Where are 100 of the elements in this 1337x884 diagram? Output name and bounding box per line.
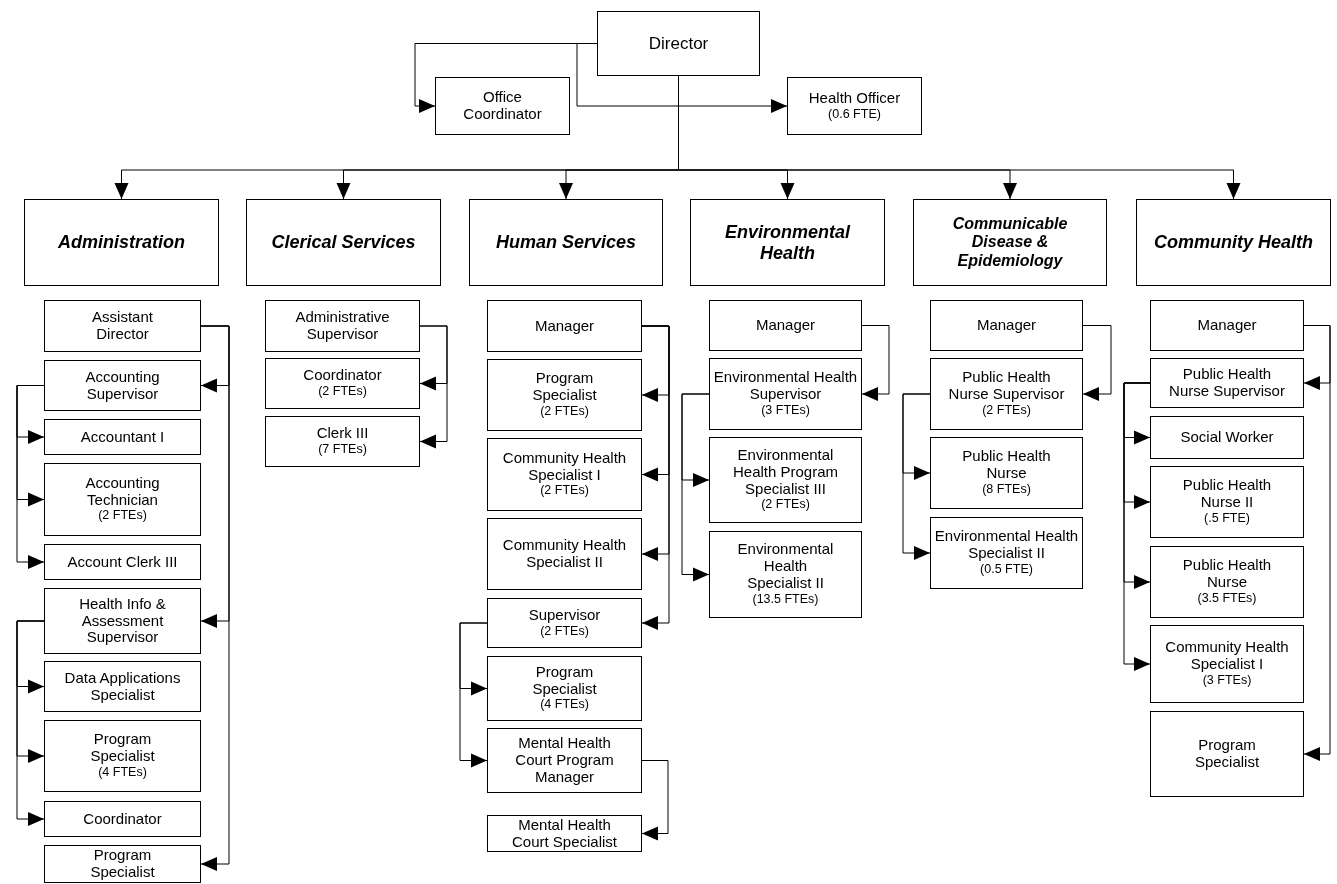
position-title: Program Specialist bbox=[531, 370, 598, 404]
position-box bbox=[930, 437, 1083, 509]
position-title: Account Clerk III bbox=[67, 553, 178, 571]
position-title: Health Info & Assessment Supervisor bbox=[78, 595, 167, 647]
position-title: Program Specialist bbox=[1193, 737, 1261, 771]
position-box bbox=[1150, 546, 1304, 618]
position-title: Coordinator bbox=[83, 810, 162, 828]
position-title: Clerk III bbox=[316, 425, 369, 443]
position-box bbox=[487, 815, 642, 852]
fte-count: (0.6 FTE) bbox=[828, 106, 881, 123]
fte-count: (2 FTEs) bbox=[540, 404, 589, 420]
department-name: Clerical Services bbox=[271, 232, 416, 253]
position-title: Social Worker bbox=[1180, 429, 1274, 446]
position-box bbox=[1150, 300, 1304, 351]
position-title: Public Health Nurse bbox=[1181, 557, 1273, 591]
position-title: Environmental Health Supervisor bbox=[712, 369, 859, 403]
fte-count: (2 FTEs) bbox=[98, 508, 147, 525]
fte-count: (4 FTEs) bbox=[540, 697, 589, 714]
department-box bbox=[690, 199, 885, 286]
connector-arrow bbox=[1082, 325, 1112, 401]
fte-count: (13.5 FTEs) bbox=[752, 591, 819, 608]
position-box bbox=[265, 358, 420, 409]
position-box bbox=[44, 419, 201, 455]
position-box bbox=[265, 416, 420, 467]
position-title: Mental Health Court Specialist bbox=[510, 816, 618, 851]
position-box bbox=[709, 358, 862, 430]
department-box bbox=[913, 199, 1107, 286]
position-box bbox=[487, 518, 642, 590]
department-box bbox=[24, 199, 219, 286]
fte-count: (2 FTEs) bbox=[318, 384, 367, 400]
position-box bbox=[435, 77, 570, 135]
position-box bbox=[44, 720, 201, 792]
department-box bbox=[469, 199, 663, 286]
position-title: Community Health Specialist II bbox=[501, 537, 628, 571]
fte-count: (3 FTEs) bbox=[761, 403, 810, 419]
position-title: Accountant I bbox=[80, 428, 165, 446]
connector-arrow bbox=[681, 393, 710, 582]
fte-count: (2 FTEs) bbox=[540, 483, 589, 500]
department-name: Environmental Health bbox=[724, 221, 852, 264]
position-box bbox=[709, 437, 862, 523]
position-box bbox=[787, 77, 922, 135]
connector-arrow bbox=[576, 43, 788, 113]
position-title: Director bbox=[648, 34, 709, 53]
position-title: Public Health Nurse Supervisor bbox=[947, 369, 1066, 403]
position-box bbox=[44, 463, 201, 536]
position-title: Accounting Technician bbox=[84, 474, 161, 509]
connector-arrow bbox=[902, 393, 931, 560]
position-box bbox=[1150, 466, 1304, 538]
position-title: Manager bbox=[534, 317, 595, 335]
position-title: Assistant Director bbox=[91, 309, 154, 343]
position-title: Community Health Specialist I bbox=[1164, 639, 1290, 673]
position-box bbox=[709, 531, 862, 618]
fte-count: (3 FTEs) bbox=[1202, 673, 1252, 689]
position-box bbox=[1150, 625, 1304, 703]
fte-count: (3.5 FTEs) bbox=[1197, 591, 1257, 607]
director-box bbox=[597, 11, 760, 76]
position-title: Office Coordinator bbox=[462, 89, 543, 123]
position-box bbox=[44, 300, 201, 352]
connector-arrow bbox=[641, 760, 669, 841]
connector-arrow bbox=[16, 620, 45, 826]
position-box bbox=[265, 300, 420, 352]
position-title: Administrative Supervisor bbox=[294, 309, 391, 343]
connector-arrow bbox=[16, 385, 45, 569]
fte-count: (8 FTEs) bbox=[982, 482, 1031, 498]
connector-arrow bbox=[641, 325, 670, 630]
position-box bbox=[44, 360, 201, 411]
position-title: Public Health Nurse bbox=[961, 448, 1052, 482]
department-box bbox=[246, 199, 441, 286]
position-title: Manager bbox=[755, 317, 816, 334]
position-title: Environmental Health Specialist II bbox=[933, 528, 1080, 562]
position-title: Supervisor bbox=[528, 606, 601, 624]
position-box bbox=[44, 661, 201, 712]
position-title: Data Applications Specialist bbox=[63, 669, 182, 704]
position-box bbox=[487, 656, 642, 721]
position-title: Community Health Specialist I bbox=[501, 449, 628, 484]
connector-arrow bbox=[459, 622, 488, 768]
connector-arrow bbox=[419, 325, 448, 449]
position-title: Health Officer bbox=[808, 89, 901, 107]
position-box bbox=[487, 359, 642, 431]
position-box bbox=[709, 300, 862, 351]
position-box bbox=[44, 588, 201, 654]
position-box bbox=[1150, 711, 1304, 797]
position-box bbox=[44, 845, 201, 883]
position-title: Program Specialist bbox=[531, 663, 598, 698]
position-title: Environmental Health Program Specialist III bbox=[731, 447, 839, 498]
position-title: Program Specialist bbox=[89, 847, 156, 881]
position-title: Program Specialist bbox=[89, 731, 156, 765]
connector-arrow bbox=[1123, 382, 1151, 671]
position-title: Manager bbox=[976, 317, 1037, 334]
position-box bbox=[487, 598, 642, 648]
position-title: Coordinator bbox=[303, 367, 382, 385]
department-name: Administration bbox=[58, 232, 185, 253]
connector-arrow bbox=[200, 325, 230, 871]
position-title: Mental Health Court Program Manager bbox=[514, 735, 615, 786]
fte-count: (2 FTEs) bbox=[540, 623, 589, 640]
department-name: Human Services bbox=[495, 232, 637, 253]
connector-arrow bbox=[1303, 325, 1331, 761]
position-box bbox=[487, 438, 642, 511]
fte-count: (2 FTEs) bbox=[761, 497, 810, 513]
position-box bbox=[1150, 416, 1304, 459]
